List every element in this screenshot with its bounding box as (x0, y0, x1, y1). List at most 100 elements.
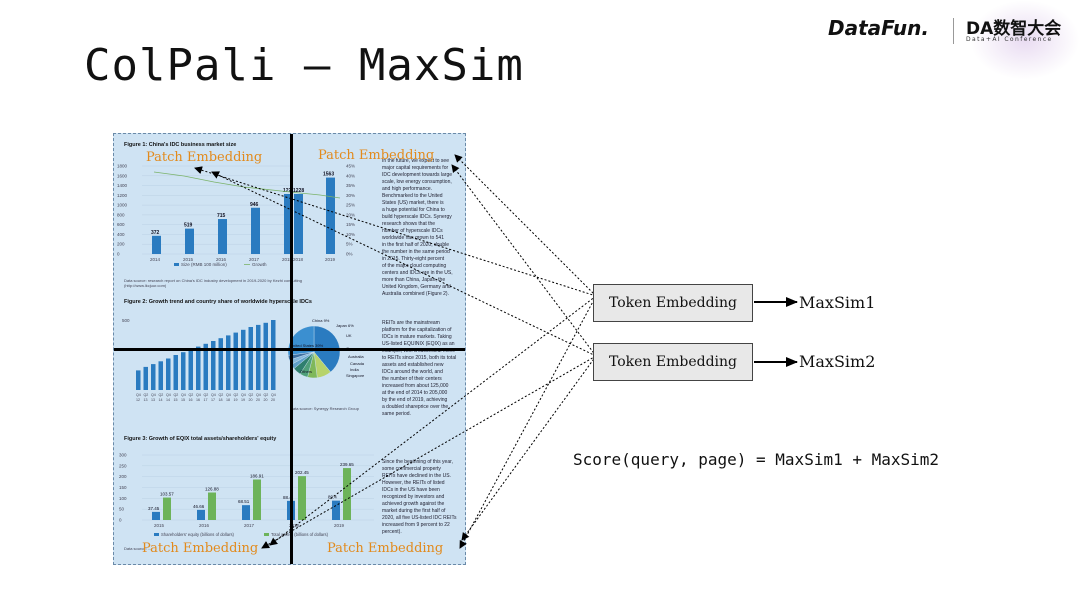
arrow-t2-to-patch-br (461, 355, 597, 541)
fig1-y-tick: 400 (117, 232, 125, 237)
fig2-x-tick-year: 17 (204, 398, 208, 402)
fig2-bar (263, 322, 268, 390)
fig1-value-label-2019: 1563 (323, 172, 334, 178)
slide-title: ColPali — MaxSim (84, 40, 524, 91)
fig2-bar (271, 320, 276, 390)
fig1-y2-tick: 40% (346, 173, 355, 178)
fig1-bar (218, 219, 227, 254)
fig2-bar (136, 370, 141, 390)
fig3-bar-assets (163, 497, 171, 520)
fig2-x-tick-quarter: Q4 (241, 393, 246, 397)
figure2-source: Data source: Synergy Research Group (290, 406, 359, 411)
fig2-pie-label: Singapore (346, 373, 365, 378)
fig3-y-tick: 150 (119, 485, 127, 490)
fig2-bar (233, 332, 238, 390)
conference-logo: DataFun. DA数智大会 Data+AI Conference (828, 0, 1080, 80)
fig2-x-tick-quarter: Q4 (211, 393, 216, 397)
fig2-x-tick-quarter: Q2 (189, 393, 194, 397)
fig2-x-tick-year: 14 (159, 398, 163, 402)
fig3-y-tick: 0 (119, 518, 122, 523)
fig1-value-label: 372 (151, 230, 160, 236)
figure1-title: Figure 1: China's IDC business market si… (124, 142, 237, 148)
fig2-pie-slice (287, 325, 315, 356)
patch-label-top-right: Patch Embedding (318, 148, 435, 163)
fig1-y2-tick: 20% (346, 212, 355, 217)
fig1-value-label: 1228 (283, 188, 290, 194)
fig1-x-tick: 2014 (150, 257, 161, 262)
fig2-x-tick-year: 20 (249, 398, 253, 402)
fig2-bar (241, 329, 246, 390)
fig2-x-tick-year: 20 (256, 398, 260, 402)
fig1-y-tick: 1200 (117, 193, 128, 198)
fig2-bar (248, 327, 253, 390)
fig3-assets-label: 126.88 (205, 487, 219, 492)
datafun-logo-text: DataFun. (828, 16, 929, 40)
fig1-y2-tick: 15% (346, 222, 355, 227)
fig3-x-tick: 2016 (199, 523, 210, 528)
score-formula: Score(query, page) = MaxSim1 + MaxSim2 (573, 450, 940, 469)
fig3-equity-label: 68.51 (238, 499, 250, 504)
fig2-x-tick-year: 16 (196, 398, 200, 402)
token-embedding-box-1: Token Embedding (593, 284, 753, 322)
logo-divider (953, 18, 954, 44)
figure3-chart: 30025020015010050037.45103.57201546.6612… (119, 453, 374, 537)
maxsim2-label: MaxSim2 (799, 352, 876, 371)
fig2-x-tick-quarter: Q4 (226, 393, 231, 397)
fig3-bar-equity (197, 509, 205, 520)
figure1-source: Data source: research report on China's … (124, 278, 302, 288)
fig2-x-tick-year: 19 (241, 398, 245, 402)
fig1-y-tick: 800 (117, 212, 125, 217)
fig2-x-tick-quarter: Q2 (219, 393, 224, 397)
fig2-pie-label: India (350, 367, 359, 372)
fig2-pie-label: UK (346, 333, 352, 338)
arrow-t2-to-patch-tl (211, 171, 597, 357)
paragraph-2: REITs are the mainstream platform for th… (382, 320, 457, 417)
fig2-bar (211, 341, 216, 390)
fig1-y-tick: 1600 (117, 173, 128, 178)
fig3-equity-label: 46.66 (193, 504, 205, 509)
fig2-x-tick-year: 13 (144, 398, 148, 402)
fig3-equity-label: 37.45 (148, 506, 160, 511)
arrow-t2-to-patch-tr (451, 164, 597, 357)
fig2-pie-label: United States 39% (290, 343, 324, 348)
fig3-y-tick: 200 (119, 474, 127, 479)
fig2-bar (173, 355, 178, 390)
fig1-value-label: 946 (250, 202, 259, 208)
fig2-x-tick-quarter: Q4 (181, 393, 186, 397)
fig2-bar (226, 335, 231, 390)
fig3-equity-label: 89.4 (328, 495, 337, 500)
fig2-bar (218, 338, 223, 390)
fig2-bar (188, 349, 193, 390)
fig3-assets-label: 202.45 (295, 470, 309, 475)
figure2-title: Figure 2: Growth trend and country share… (124, 299, 312, 305)
fig1-y-tick: 200 (117, 242, 125, 247)
patch-label-top-left: Patch Embedding (146, 150, 263, 165)
arrow-t1-to-patch-tr (454, 154, 597, 297)
fig3-y-tick: 300 (119, 453, 127, 458)
fig2-x-tick-year: 16 (189, 398, 193, 402)
fig2-bar (203, 343, 208, 390)
fig3-legend-swatch-assets (264, 533, 269, 536)
fig2-x-tick-quarter: Q2 (234, 393, 239, 397)
fig1-value-label-2018: 1228 (293, 188, 304, 194)
fig2-x-tick-quarter: Q2 (204, 393, 209, 397)
fig3-legend-assets: Total assets (billions of dollars) (271, 532, 329, 537)
fig2-x-tick-year: 20 (271, 398, 275, 402)
fig2-x-tick-year: 19 (234, 398, 238, 402)
fig1-y2-tick: 10% (346, 232, 355, 237)
fig1-y2-tick: 45% (346, 164, 355, 169)
fig1-y2-tick: 25% (346, 203, 355, 208)
fig2-x-tick-quarter: Q4 (166, 393, 171, 397)
da-logo-subtitle: Data+AI Conference (966, 36, 1053, 43)
fig3-legend-equity: Shareholders' equity (billions of dollar… (161, 532, 235, 537)
fig1-legend-growth: Growth (252, 262, 267, 267)
fig2-x-tick-year: 15 (181, 398, 185, 402)
fig2-x-tick-year: 12 (136, 398, 140, 402)
figure3-title: Figure 3: Growth of EQIX total assets/sh… (124, 436, 277, 442)
fig1-y2-tick: 5% (346, 242, 353, 247)
figure1-chart: 1800160014001200100080060040020003722014… (117, 164, 290, 267)
fig1-y-tick: 1000 (117, 203, 128, 208)
fig2-x-tick-year: 15 (174, 398, 178, 402)
fig1-y2-tick: 0% (346, 252, 353, 257)
